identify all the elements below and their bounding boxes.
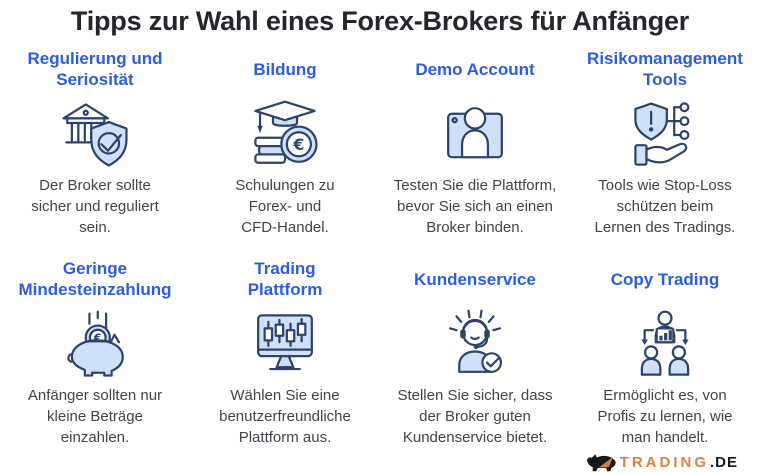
card-regulierung-seriositaet: Regulierung und Seriosität Der Broker so… [0, 43, 190, 241]
card-text: Stellen Sie sicher, dass der Broker gute… [397, 387, 553, 446]
card-heading: Risikomanagement Tools [587, 49, 743, 89]
card-copy-trading: Copy Trading [570, 253, 760, 451]
svg-text:€: € [292, 135, 304, 154]
card-text: Wählen Sie eine benutzerfreundliche Plat… [219, 387, 351, 446]
bull-icon [585, 451, 619, 473]
card-trading-plattform: Trading Plattform Wählen Sie e [190, 253, 380, 451]
graduation-cap-euro-icon: € [248, 95, 322, 175]
card-heading: Geringe Mindesteinzahlung [18, 259, 172, 299]
card-text: Tools wie Stop-Loss schützen beim Lernen… [594, 177, 736, 236]
piggy-bank-euro-icon: € [58, 305, 132, 385]
card-text: Anfänger sollten nur kleine Beträge einz… [27, 387, 163, 446]
shield-hand-tools-icon [628, 95, 702, 175]
bank-shield-check-icon [58, 95, 132, 175]
support-agent-check-icon [438, 305, 512, 385]
browser-user-icon [438, 95, 512, 175]
tips-grid: Regulierung und Seriosität Der Broker so… [0, 43, 760, 451]
card-heading: Bildung [253, 59, 317, 79]
logo-brand-text: TRADING [619, 453, 709, 471]
candlestick-monitor-icon [248, 305, 322, 385]
card-heading: Trading Plattform [247, 259, 323, 299]
card-risikomanagement-tools: Risikomanagement Tools [570, 43, 760, 241]
card-text: Schulungen zu Forex- und CFD-Handel. [235, 177, 335, 236]
trading-de-logo: TRADING .DE [585, 451, 738, 473]
card-bildung: Bildung € Schulungen zu Forex- und CFD-H… [190, 43, 380, 241]
copy-trading-people-icon [628, 305, 702, 385]
card-text: Ermöglicht es, von Profis zu lernen, wie… [597, 387, 733, 446]
card-heading: Copy Trading [610, 269, 720, 289]
card-kundenservice: Kundenservice [380, 253, 570, 451]
page-title: Tipps zur Wahl eines Forex-Brokers für A… [70, 6, 690, 36]
card-heading: Demo Account [415, 59, 535, 79]
card-text: Testen Sie die Plattform, bevor Sie sich… [393, 177, 557, 236]
svg-text:€: € [93, 332, 102, 345]
card-heading: Kundenservice [414, 269, 536, 289]
card-demo-account: Demo Account Testen Sie die Plattform, b… [380, 43, 570, 241]
card-heading: Regulierung und Seriosität [27, 49, 163, 89]
card-text: Der Broker sollte sicher und reguliert s… [31, 177, 159, 236]
card-geringe-mindesteinzahlung: Geringe Mindesteinzahlung € Anfänger sol… [0, 253, 190, 451]
logo-tld-text: .DE [709, 453, 738, 471]
